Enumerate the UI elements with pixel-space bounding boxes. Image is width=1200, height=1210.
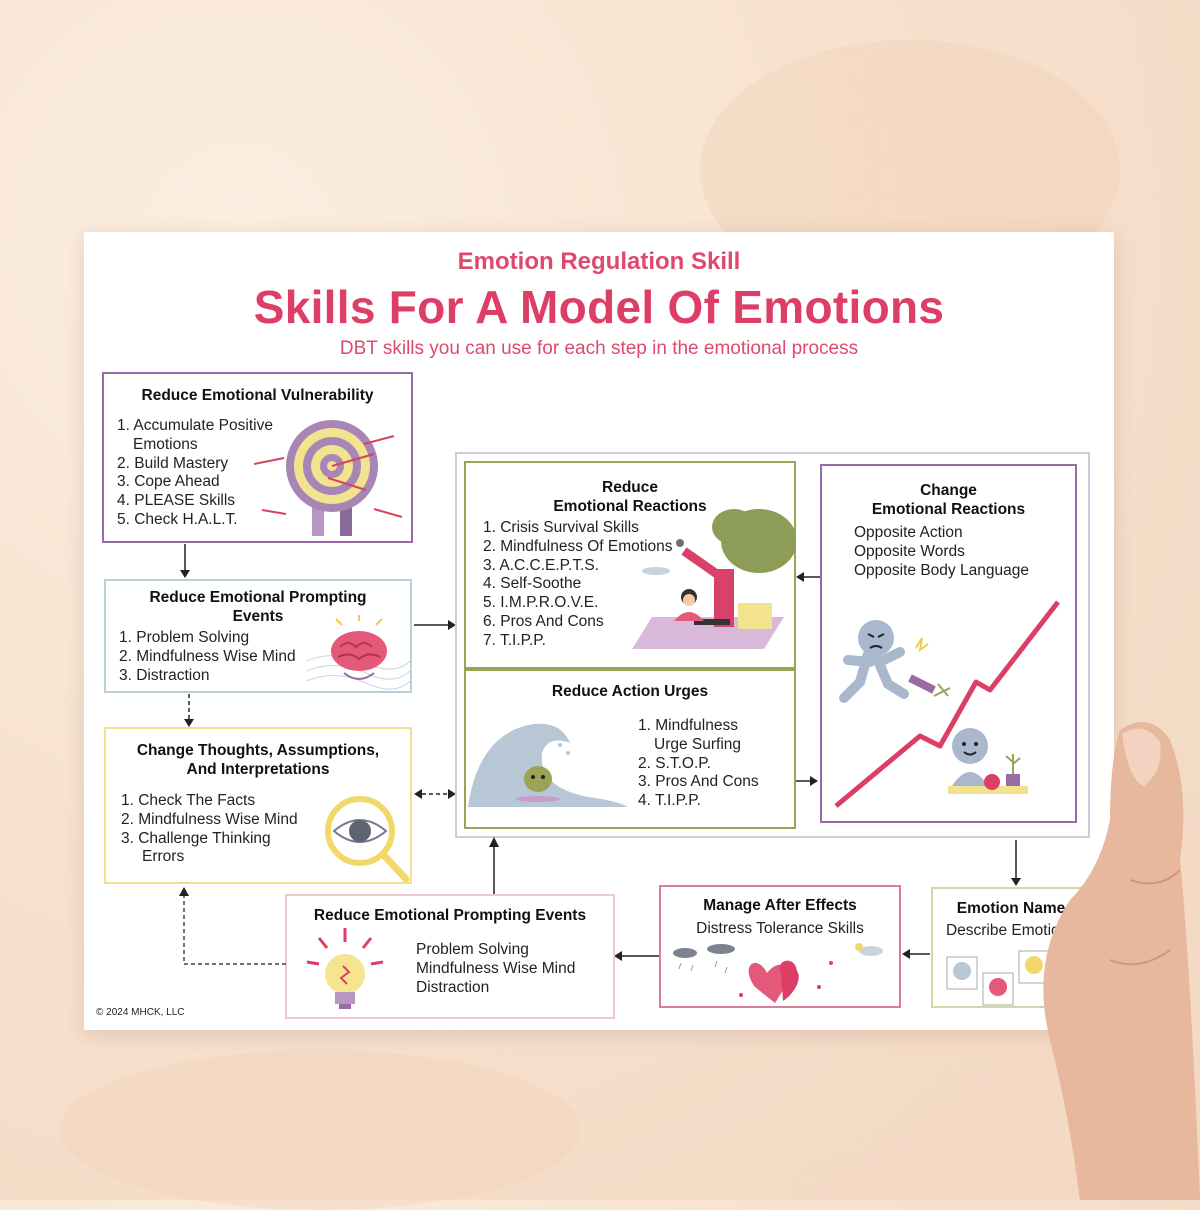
list-item: 2. Mindfulness Wise Mind — [119, 647, 296, 665]
vulnerability-title: Reduce Emotional Vulnerability — [141, 387, 374, 404]
worksheet-card: Emotion Regulation Skill Skills For A Mo… — [84, 232, 1114, 1030]
magnifier-eye-icon — [325, 796, 410, 883]
list-item: Problem Solving — [416, 941, 529, 958]
arrow-down — [180, 544, 190, 578]
list-item: 3. Pros And Cons — [638, 773, 759, 791]
worksheet-tagline: DBT skills you can use for each step in … — [339, 338, 859, 359]
hearts-clouds-icon — [673, 943, 883, 1003]
list-item: 1. Problem Solving — [119, 629, 250, 646]
list-item: 4. Self-Soothe — [483, 575, 582, 593]
change-reactions-list: Opposite Action Opposite Words Opposite … — [854, 524, 1029, 580]
prompting-bottom-box: Reduce Emotional Prompting Events Proble… — [285, 894, 615, 1019]
after-effects-box: Manage After Effects Distress Tolerance … — [659, 885, 901, 1008]
action-urges-title: Reduce Action Urges — [551, 683, 709, 700]
prompting-bottom-list: Problem Solving Mindfulness Wise Mind Di… — [416, 941, 575, 997]
list-item: Opposite Body Language — [854, 561, 1029, 579]
angry-calm-figures-icon — [834, 600, 1060, 808]
list-item: 7. T.I.P.P. — [483, 631, 546, 649]
vulnerability-box: Reduce Emotional Vulnerability 1. Accumu… — [102, 372, 413, 543]
after-effects-subtitle: Distress Tolerance Skills — [696, 920, 864, 937]
after-effects-title: Manage After Effects — [703, 897, 857, 914]
list-item: Distraction — [416, 978, 490, 996]
dashed-double-arrow — [414, 789, 456, 799]
arrow-down — [1011, 840, 1021, 886]
action-urges-list: 1. Mindfulness Urge Surfing 2. S.T.O.P. … — [638, 717, 759, 811]
list-item: Emotions — [133, 435, 198, 453]
prompting-bottom-title: Reduce Emotional Prompting Events — [313, 907, 587, 924]
emotion-name-title: Emotion Name — [956, 900, 1066, 917]
dashed-elbow-arrow — [179, 887, 286, 965]
lightbulb-icon — [306, 928, 384, 1009]
list-item: 1. Mindfulness — [638, 717, 738, 734]
list-item: Opposite Words — [854, 542, 965, 560]
background-blob — [60, 1050, 580, 1210]
list-item: Mindfulness Wise Mind — [416, 959, 576, 977]
list-item: 1. Accumulate Positive — [117, 417, 273, 434]
list-item: 4. PLEASE Skills — [117, 492, 236, 510]
list-item: 6. Pros And Cons — [483, 612, 604, 630]
list-item: 5. I.M.P.R.O.V.E. — [483, 594, 599, 612]
list-item: 3. Challenge Thinking — [121, 829, 271, 847]
list-item: 2. S.T.O.P. — [638, 754, 711, 772]
emotion-name-subtitle: Describe Emotions — [945, 922, 1077, 939]
wave-surfer-icon — [468, 723, 628, 807]
action-urges-box: Reduce Action Urges 1. Mindfulness Urge … — [464, 669, 796, 829]
arrow-left — [796, 572, 820, 582]
target-icon — [254, 420, 403, 536]
picnic-tree-icon — [632, 509, 796, 649]
copyright: © 2024 MHCK, LLC — [96, 1007, 185, 1018]
list-item: 3. Cope Ahead — [117, 473, 220, 491]
worksheet-title: Skills For A Model Of Emotions — [253, 281, 945, 333]
arrow-right — [414, 620, 456, 630]
worksheet-kicker: Emotion Regulation Skill — [457, 248, 741, 275]
reduce-reactions-list: 1. Crisis Survival Skills 2. Mindfulness… — [483, 519, 673, 651]
brain-icon — [306, 615, 412, 690]
dashed-arrow-down — [184, 694, 194, 727]
list-item: 2. Build Mastery — [117, 454, 229, 472]
list-item: 3. A.C.C.E.P.T.S. — [483, 556, 600, 574]
arrow-left — [902, 949, 930, 959]
list-item: 2. Mindfulness Of Emotions — [483, 537, 673, 555]
list-item: 2. Mindfulness Wise Mind — [121, 810, 298, 828]
hand-illustration — [1043, 722, 1200, 1200]
arrow-up — [489, 837, 499, 895]
thoughts-list: 1. Check The Facts 2. Mindfulness Wise M… — [121, 792, 298, 867]
list-item: 4. T.I.P.P. — [638, 792, 701, 810]
list-item: Opposite Action — [854, 524, 963, 541]
vulnerability-list: 1. Accumulate Positive Emotions 2. Build… — [117, 417, 273, 530]
list-item: 3. Distraction — [119, 666, 210, 684]
reaction-group-box — [455, 452, 1090, 838]
thoughts-box: Change Thoughts, Assumptions,And Interpr… — [104, 727, 412, 884]
list-item: 1. Check The Facts — [121, 792, 256, 809]
list-item: Urge Surfing — [654, 735, 742, 753]
arrow-left — [614, 951, 659, 961]
list-item: 5. Check H.A.L.T. — [117, 510, 238, 528]
thoughts-title: Change Thoughts, Assumptions,And Interpr… — [136, 742, 380, 778]
list-item: Errors — [142, 848, 185, 866]
arrow-right — [796, 776, 818, 786]
prompting-top-list: 1. Problem Solving 2. Mindfulness Wise M… — [119, 629, 296, 685]
list-item: 1. Crisis Survival Skills — [483, 519, 639, 536]
